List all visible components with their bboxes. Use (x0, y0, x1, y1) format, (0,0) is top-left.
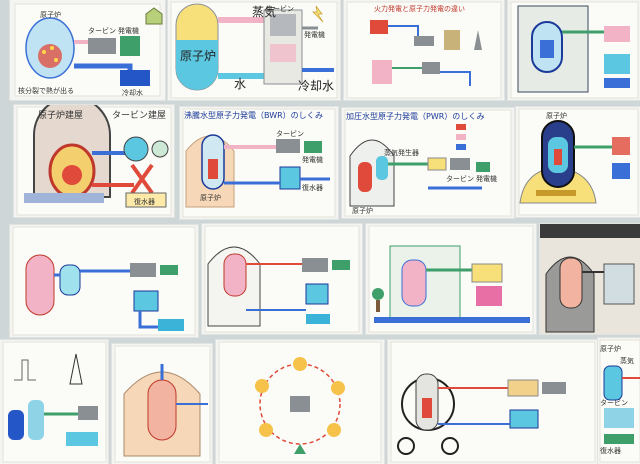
thermal-vs-nuclear-diagram (346, 1, 502, 99)
reactor-partial-diagram (599, 339, 640, 463)
label-turbine: タービン (600, 399, 628, 407)
label-generator: 発電機 (118, 27, 139, 35)
label-reactor: 原子炉 (40, 11, 61, 19)
facility-diagram (2, 341, 107, 463)
reactor-diagram-1 (14, 3, 163, 97)
bwr-building-diagram (16, 105, 172, 216)
diagram-tile-4[interactable] (508, 0, 640, 100)
label-steam: 蒸気 (252, 5, 277, 19)
label-cooling-water: 冷却水 (122, 89, 143, 97)
label-reactor: 原子炉 (546, 112, 567, 120)
diagram-tile-17[interactable]: 原子炉 蒸気 タービン 復水器 (598, 338, 640, 464)
diagram-tile-8[interactable]: 原子炉 (516, 107, 640, 217)
diagram-tile-16[interactable] (388, 340, 598, 464)
plant-layout-diagram (368, 225, 534, 333)
label-condenser: 復水器 (600, 447, 621, 455)
label-reactor: 原子炉 (352, 207, 373, 215)
diagram-tile-14[interactable] (112, 344, 212, 464)
containment-diagram (114, 345, 211, 463)
diagram-tile-5[interactable]: 原子炉建屋 タービン建屋 復水器 (14, 105, 174, 217)
reactor-steam-cycle-diagram (390, 341, 596, 463)
label-title: 火力発電と原子力発電の違い (374, 5, 465, 13)
bwr-loop-diagram (204, 225, 360, 333)
diagram-tile-6[interactable]: 沸騰水型原子力発電（BWR）のしくみ 原子炉 タービン 発電機 復水器 (180, 107, 338, 219)
label-turbine: タービン (88, 27, 116, 35)
label-generator: 発電機 (302, 156, 323, 164)
pwr-vessel-diagram (518, 108, 639, 216)
diagram-tile-12[interactable] (540, 224, 640, 334)
bwr-mechanism-diagram (182, 108, 336, 218)
label-reactor: 原子炉 (600, 345, 621, 353)
label-generator: 発電機 (476, 175, 497, 183)
label-generator: 発電機 (304, 31, 325, 39)
reactor-building-diagram (510, 1, 639, 99)
label-reactor-building: 原子炉建屋 (38, 111, 84, 121)
diagram-tile-15[interactable] (216, 340, 384, 464)
label-reactor: 原子炉 (200, 194, 221, 202)
label-title: 加圧水型原子力発電（PWR）のしくみ (346, 112, 485, 121)
pwr-loop-diagram (12, 226, 196, 336)
reactor-diagram-2 (170, 1, 338, 99)
label-turbine: タービン (276, 130, 304, 138)
diagram-tile-7[interactable]: 加圧水型原子力発電（PWR）のしくみ 原子炉 蒸気発生器 タービン 発電機 (342, 108, 514, 218)
diagram-tile-2[interactable]: 原子炉 蒸気 タービン 発電機 水 冷却水 (168, 0, 340, 100)
reactor-cross-section-diagram (540, 224, 640, 334)
label-cooling-water: 冷却水 (298, 79, 335, 93)
label-water: 水 (234, 77, 247, 91)
label-turbine-building: タービン建屋 (112, 111, 167, 121)
label-title: 沸騰水型原子力発電（BWR）のしくみ (184, 111, 323, 120)
label-turbine: タービン (446, 175, 474, 183)
diagram-tile-3[interactable]: 火力発電と原子力発電の違い (344, 0, 504, 100)
label-condenser: 復水器 (302, 184, 323, 192)
diagram-tile-9[interactable] (10, 225, 198, 337)
diagram-tile-10[interactable] (202, 224, 362, 334)
fuel-cycle-diagram (218, 341, 382, 463)
label-fission-heat: 核分裂で熱が出る (18, 87, 74, 95)
diagram-tile-13[interactable] (0, 340, 108, 464)
label-reactor: 原子炉 (180, 49, 217, 63)
label-steam: 蒸気 (620, 357, 634, 365)
label-turbine: タービン (266, 5, 294, 13)
pwr-mechanism-diagram (344, 109, 512, 217)
label-condenser: 復水器 (134, 198, 155, 206)
diagram-tile-1[interactable]: 原子炉 タービン 発電機 冷却水 核分裂で熱が出る (10, 0, 165, 100)
diagram-tile-11[interactable] (366, 224, 536, 334)
label-steam-generator: 蒸気発生器 (384, 149, 419, 157)
